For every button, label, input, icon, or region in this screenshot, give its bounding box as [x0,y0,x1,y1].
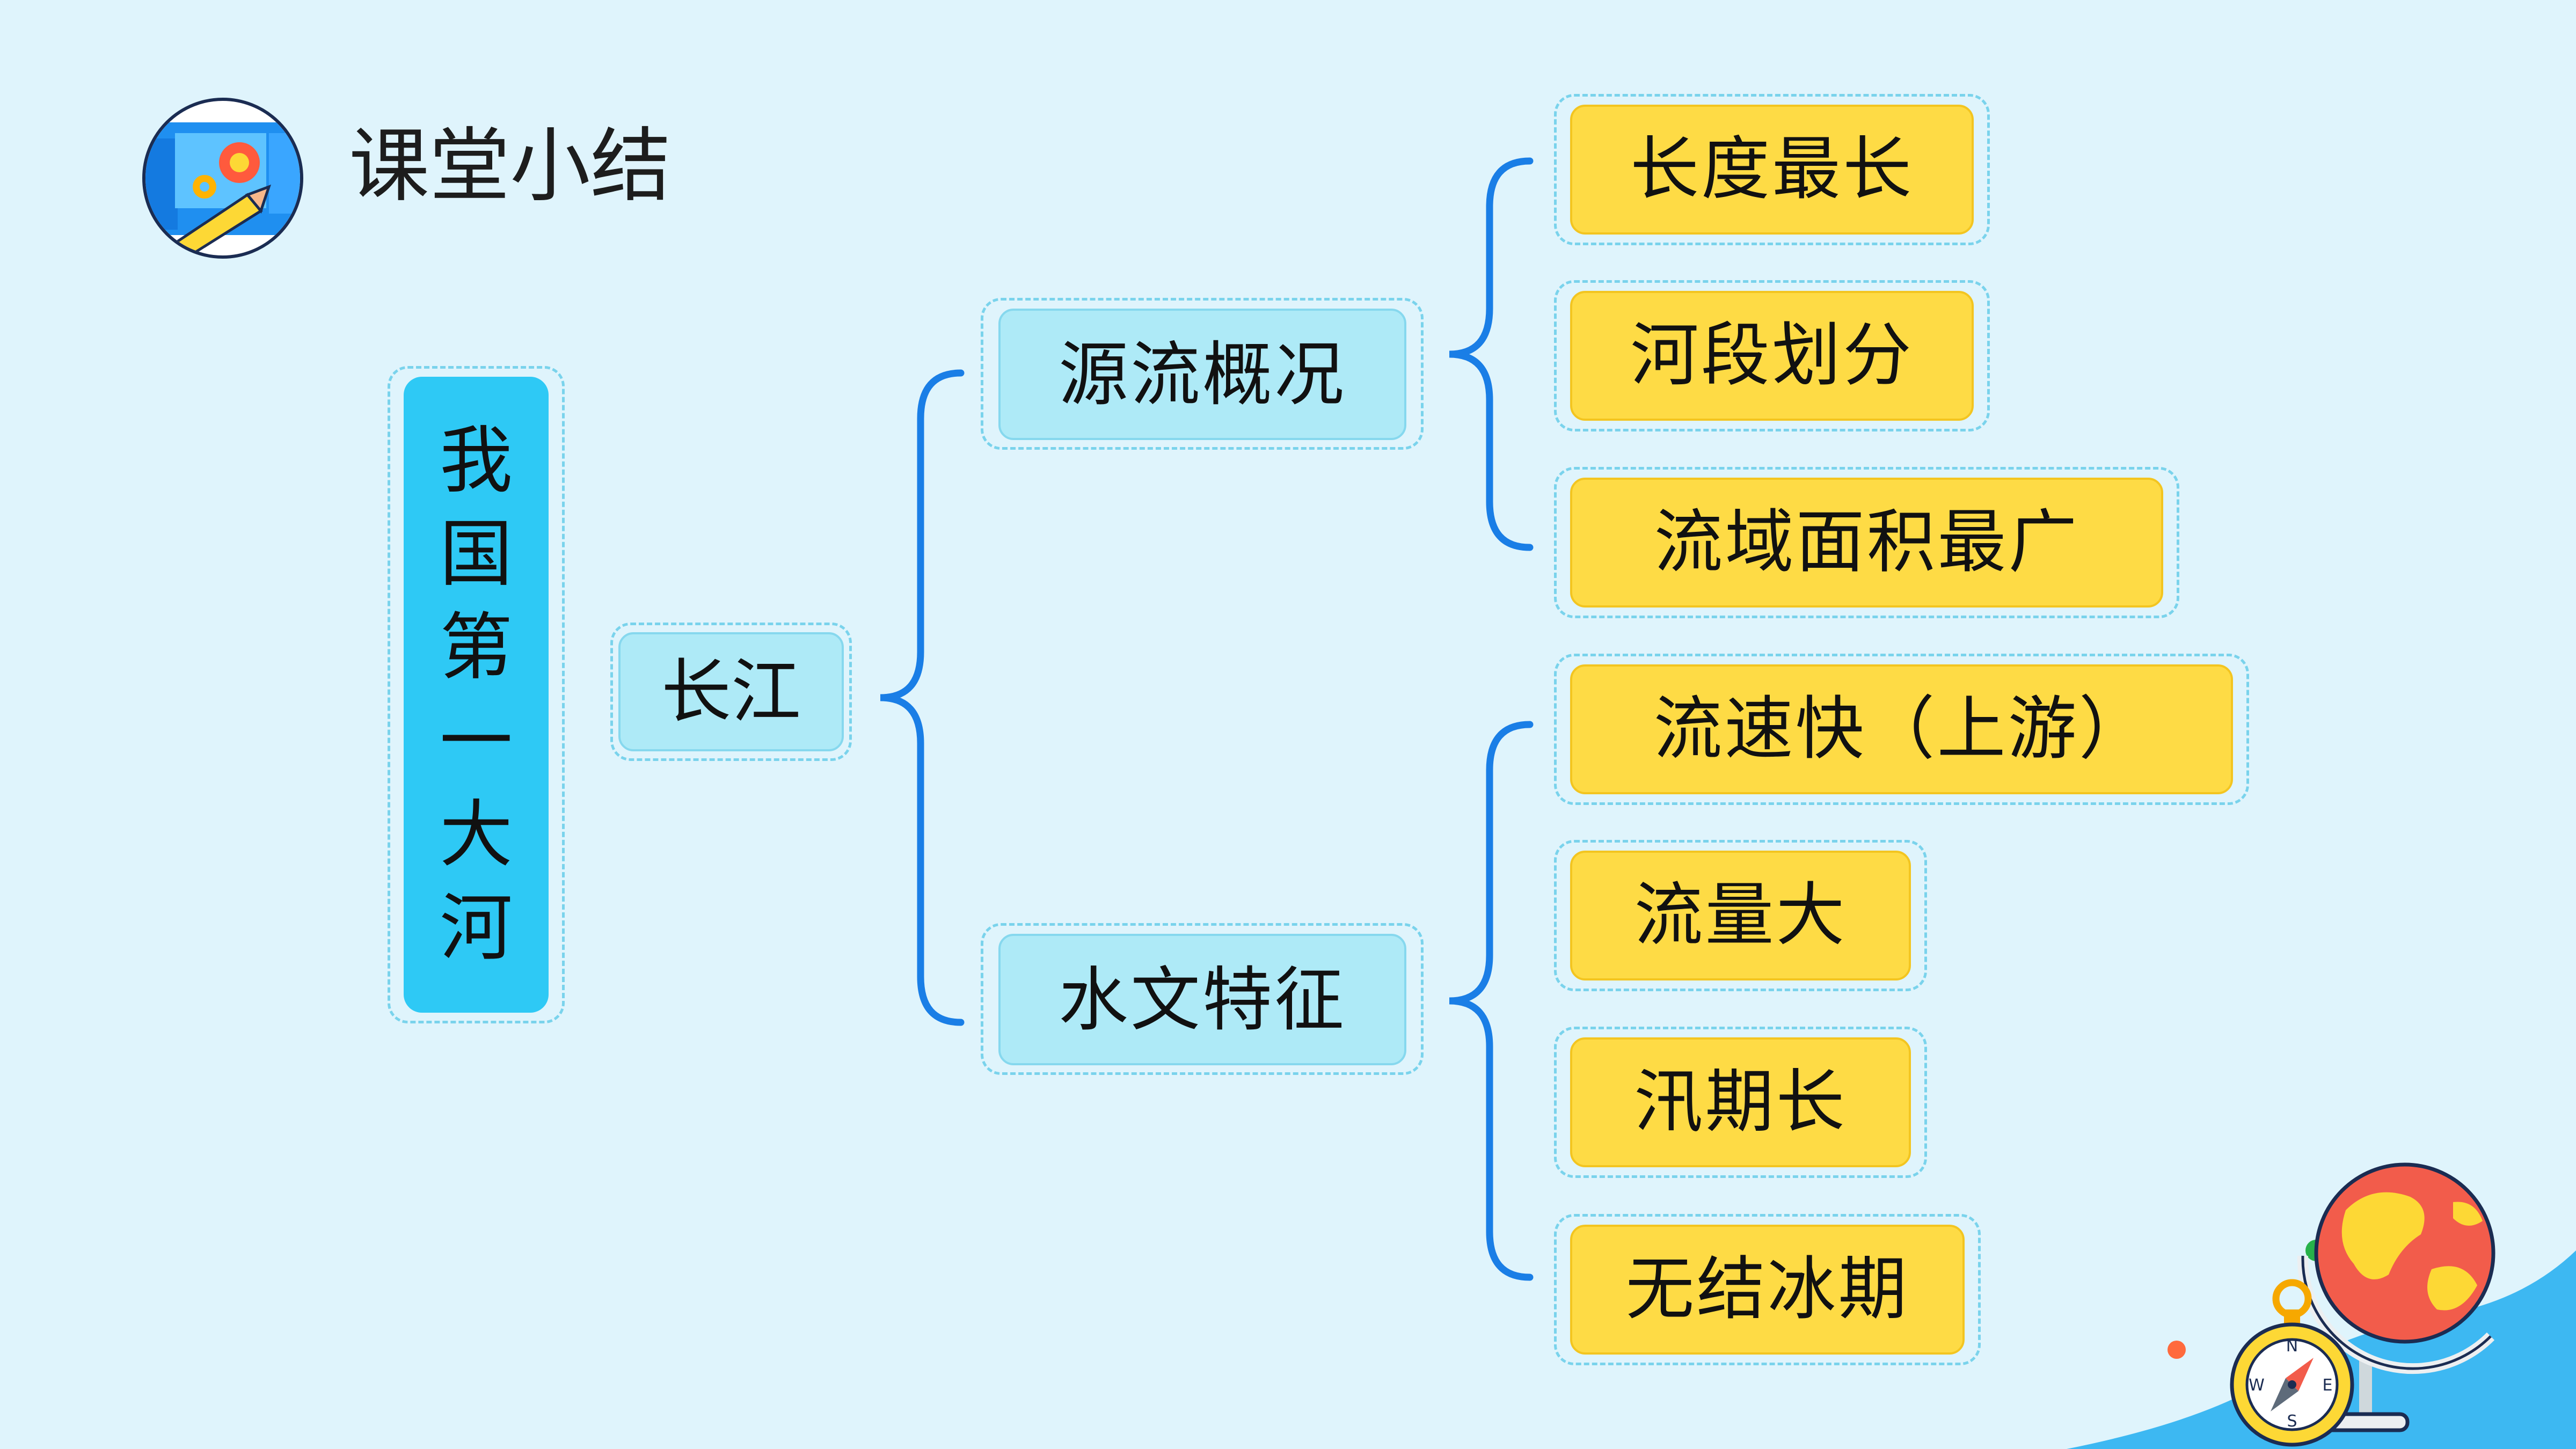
compass-letter: S [2287,1412,2297,1431]
lesson-logo [142,98,303,259]
branch-node-1: 源流概况 [998,309,1406,440]
page-title: 课堂小结 [349,120,672,213]
decor-dot [2168,1341,2186,1359]
root-char: 国 [440,512,513,597]
leaf-node: 无结冰期 [1570,1225,1965,1355]
root-char: 我 [440,419,513,504]
brace-level1 [880,369,965,1026]
brace-branch-1 [1449,157,1534,551]
leaf-node: 流域面积最广 [1570,478,2163,608]
leaf-outline [1554,280,1990,431]
leaf-node: 汛期长 [1570,1037,1911,1167]
root-char: 第 [440,605,513,691]
decoration-corner: N E S W [2067,1162,2576,1449]
leaf-outline [1554,1214,1981,1365]
level1-node: 长江 [618,632,844,751]
branch-node-2: 水文特征 [998,934,1406,1065]
root-char: 一 [440,699,513,784]
brace-branch-2 [1449,721,1534,1281]
decor-wave [2067,1250,2576,1449]
root-char: 河 [440,885,513,971]
leaf-outline [1554,840,1927,991]
branch-2-outline [981,923,1424,1075]
root-node-outline [388,366,565,1023]
compass-letter: N [2286,1337,2298,1356]
compass-letter: W [2249,1376,2265,1395]
branch-1-outline [981,298,1424,450]
leaf-outline [1554,654,2249,805]
leaf-node: 流量大 [1570,851,1911,980]
leaf-node: 长度最长 [1570,105,1974,235]
compass-icon: N E S W [2230,1279,2354,1447]
leaf-outline [1554,1027,1927,1178]
leaf-node: 流速快（上游） [1570,664,2233,794]
leaf-outline [1554,467,2179,618]
leaf-node: 河段划分 [1570,291,1974,421]
leaf-outline [1554,94,1990,245]
compass-letter: E [2323,1376,2333,1395]
root-char: 大 [440,792,513,877]
root-node: 我 国 第 一 大 河 [404,377,549,1013]
level1-node-outline [610,623,852,761]
